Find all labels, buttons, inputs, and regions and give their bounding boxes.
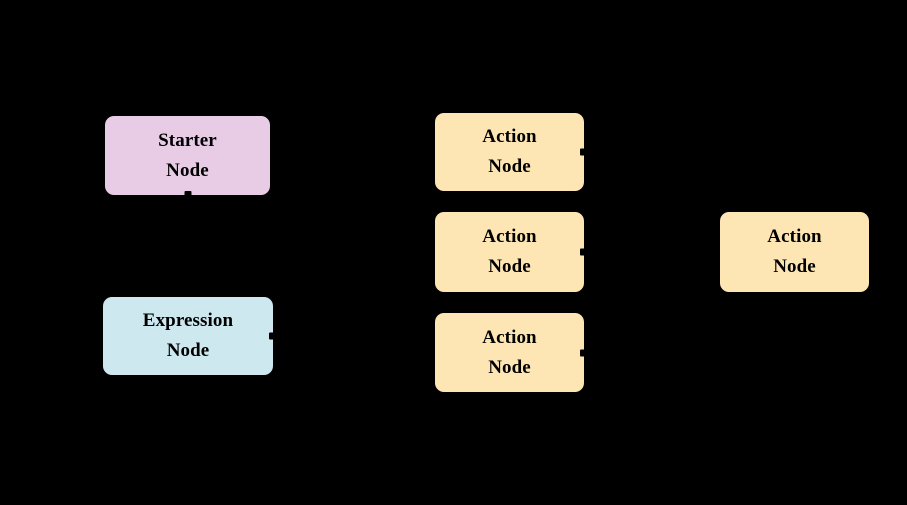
- node-expression-node[interactable]: Expression Node: [103, 297, 276, 375]
- node-label: Action Node: [482, 226, 537, 277]
- node-label: Action Node: [767, 226, 822, 277]
- node-action-node-3[interactable]: Action Node: [435, 313, 587, 392]
- output-port-icon[interactable]: [269, 332, 276, 340]
- node-starter-node[interactable]: Starter Node: [105, 116, 270, 198]
- output-port-icon[interactable]: [580, 349, 587, 356]
- output-port-icon[interactable]: [184, 191, 191, 198]
- node-action-node-4[interactable]: Action Node: [720, 212, 869, 292]
- node-action-node-2[interactable]: Action Node: [435, 212, 587, 292]
- node-label: Starter Node: [158, 129, 217, 181]
- node-label: Action Node: [482, 326, 537, 378]
- node-label: Expression Node: [142, 310, 234, 361]
- output-port-icon[interactable]: [580, 248, 587, 256]
- output-port-icon[interactable]: [580, 148, 587, 156]
- node-label: Action Node: [482, 126, 537, 177]
- node-action-node-1[interactable]: Action Node: [435, 113, 587, 191]
